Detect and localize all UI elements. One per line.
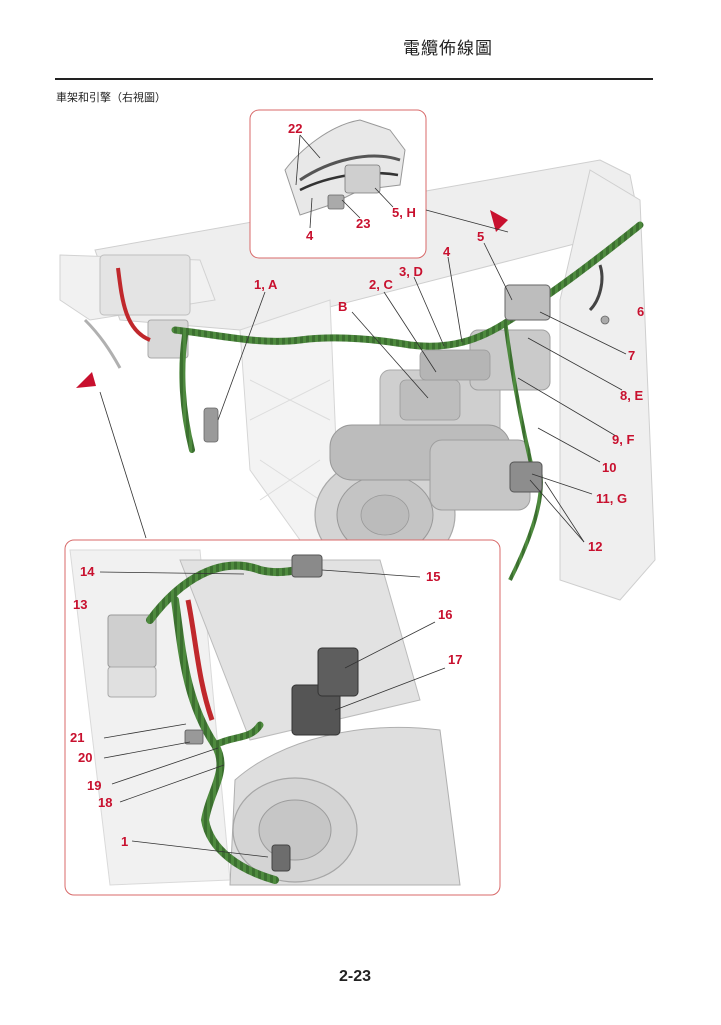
callout-3-d: 3, D xyxy=(399,264,423,279)
callout-17: 17 xyxy=(448,652,462,667)
callout-5-h: 5, H xyxy=(392,205,416,220)
callout-21: 21 xyxy=(70,730,84,745)
callout-18: 18 xyxy=(98,795,112,810)
callout-1-a: 1, A xyxy=(254,277,278,292)
callout-15: 15 xyxy=(426,569,440,584)
leader-lines xyxy=(99,134,627,858)
callout-6: 6 xyxy=(637,304,644,319)
callout-10: 10 xyxy=(602,460,616,475)
lower-inset xyxy=(64,539,501,896)
top-inset xyxy=(249,109,427,259)
callout-4-inset: 4 xyxy=(306,228,314,243)
page-number: 2-23 xyxy=(339,968,372,985)
callout-20: 20 xyxy=(78,750,92,765)
callout-11-g: 11, G xyxy=(596,491,627,506)
callout-5: 5 xyxy=(477,229,484,244)
callout-1: 1 xyxy=(121,834,128,849)
section-label: 車架和引擎（右視圖） xyxy=(56,91,166,104)
callout-12: 12 xyxy=(588,539,602,554)
callout-23: 23 xyxy=(356,216,370,231)
callout-7: 7 xyxy=(628,348,635,363)
callout-2-c: 2, C xyxy=(369,277,393,292)
callout-19: 19 xyxy=(87,778,101,793)
header-rule xyxy=(55,78,653,80)
callout-8-e: 8, E xyxy=(620,388,643,403)
callout-13: 13 xyxy=(73,597,87,612)
callout-4: 4 xyxy=(443,244,451,259)
callout-22: 22 xyxy=(288,121,302,136)
callout-14: 14 xyxy=(80,564,95,579)
callout-b: B xyxy=(338,299,347,314)
page-title: 電纜佈線圖 xyxy=(403,39,493,59)
callout-9-f: 9, F xyxy=(612,432,634,447)
callout-16: 16 xyxy=(438,607,452,622)
